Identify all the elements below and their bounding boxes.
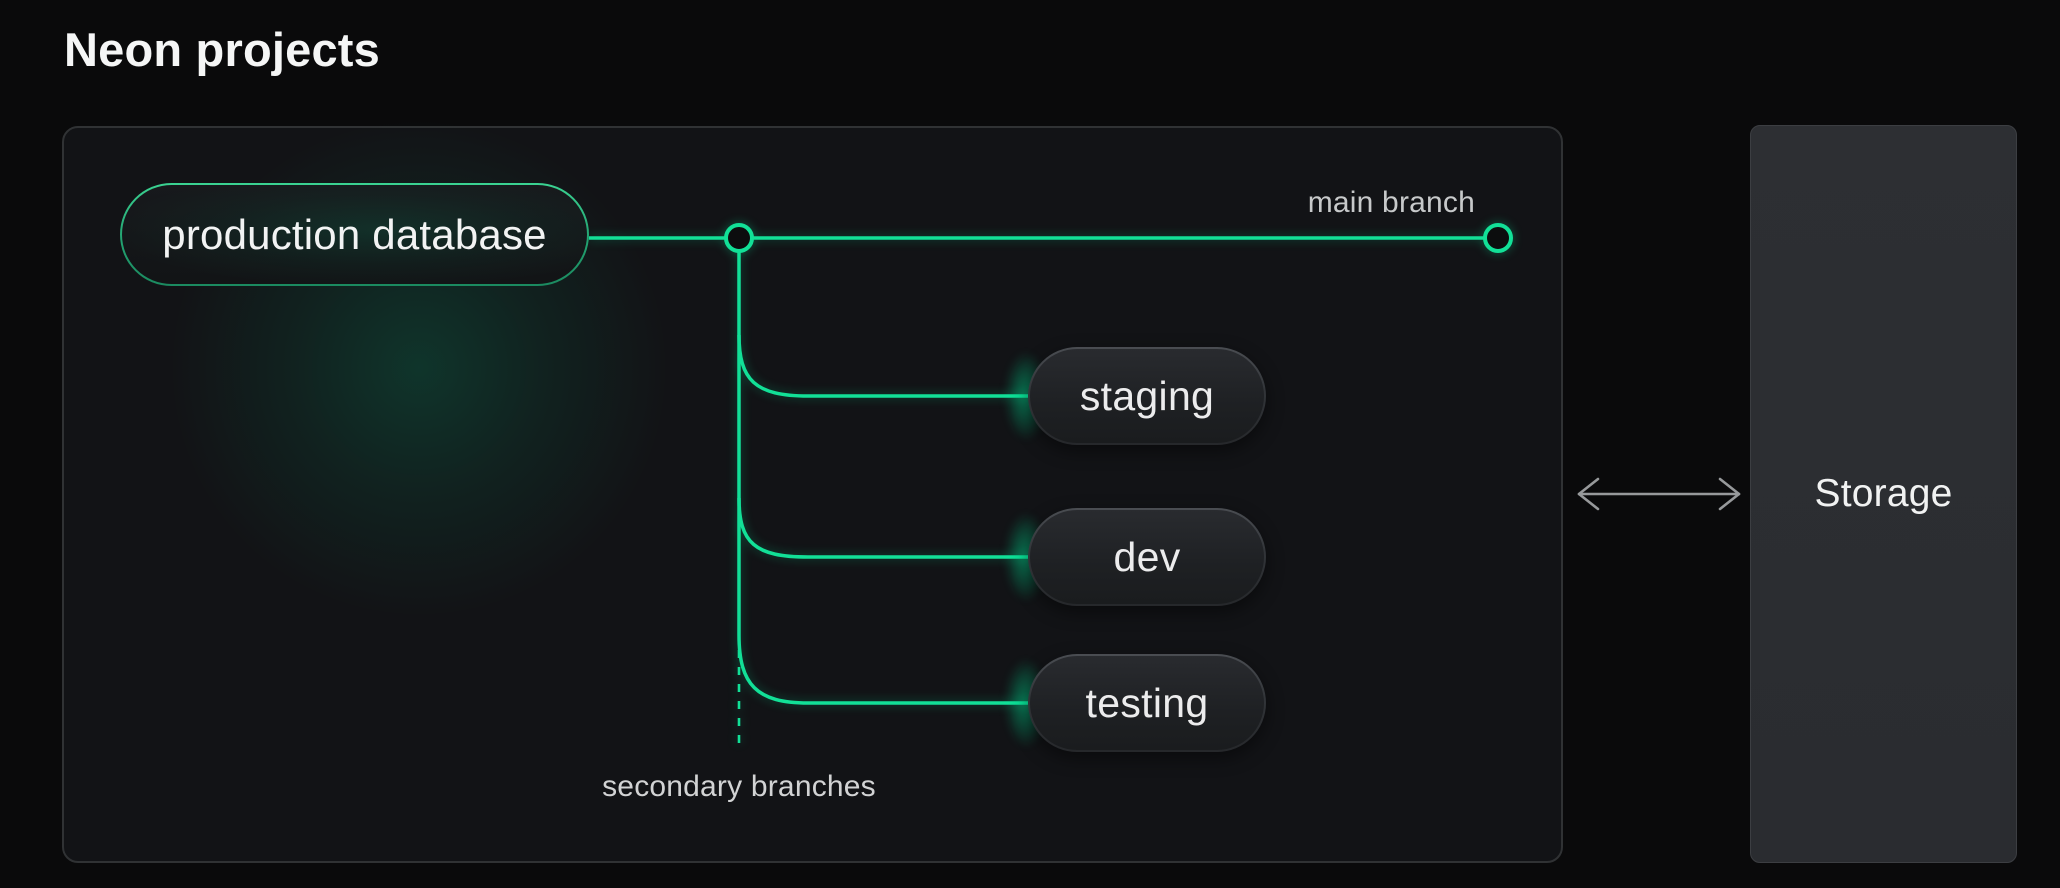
storage-label: Storage: [1814, 472, 1953, 515]
production-database-node: production database: [120, 183, 589, 286]
main-branch-label: main branch: [1307, 186, 1475, 219]
branch-label-testing: testing: [1085, 679, 1209, 726]
branch-node-testing: testing: [1028, 654, 1266, 752]
production-database-label: production database: [162, 210, 547, 258]
branch-label-staging: staging: [1079, 372, 1215, 419]
branch-node-dev: dev: [1028, 508, 1266, 606]
storage-box: Storage: [1750, 125, 2017, 863]
page-title: Neon projects: [64, 23, 380, 76]
branch-node-staging: staging: [1028, 347, 1266, 445]
branch-label-dev: dev: [1113, 533, 1181, 580]
secondary-branches-label: secondary branches: [602, 770, 876, 803]
